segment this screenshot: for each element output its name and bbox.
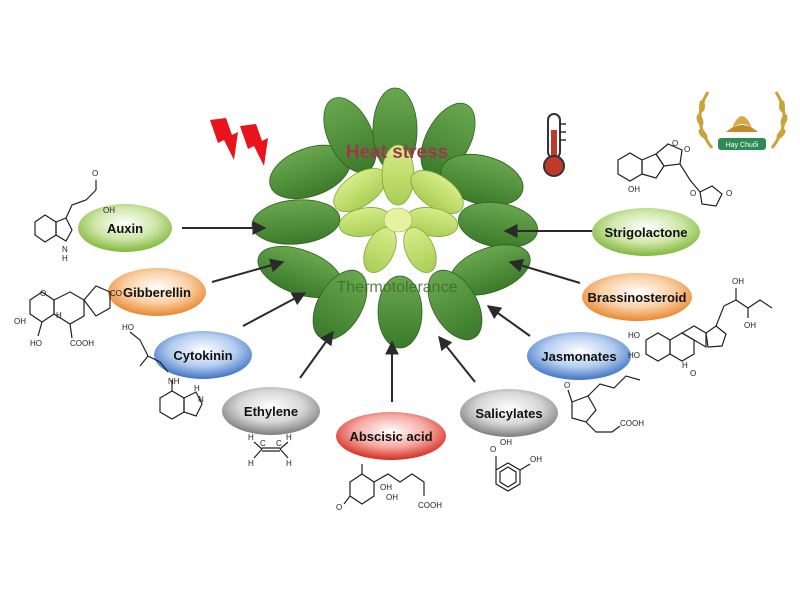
chem-label: COOH: [70, 339, 94, 348]
arrow-jasmonates: [486, 305, 531, 337]
chem-label: C: [276, 439, 282, 448]
arrow-ethylene: [299, 330, 334, 379]
pill-label: Auxin: [107, 221, 143, 236]
arrow-cytokinin: [242, 292, 307, 327]
chem-label: H: [286, 459, 292, 468]
hormone-strigolactone: Strigolactone: [592, 208, 700, 256]
salicylates-structure: [495, 456, 531, 492]
chem-label: OH: [500, 438, 512, 447]
hormone-brassinosteroid: Brassinosteroid: [582, 273, 692, 321]
gibberellin-structure: [29, 285, 111, 339]
chem-label: OH: [744, 321, 756, 330]
pill-label: Ethylene: [244, 404, 298, 419]
chem-label: H: [62, 254, 68, 263]
auxin-structure: [34, 180, 97, 243]
chem-label: N: [198, 395, 204, 404]
hormone-cytokinin: Cytokinin: [154, 331, 252, 379]
pill-label: Brassinosteroid: [588, 290, 687, 305]
chem-label: OH: [732, 277, 744, 286]
chem-label: O: [490, 445, 496, 454]
arrow-brassinosteroid: [508, 258, 581, 284]
hormone-auxin: Auxin: [78, 204, 172, 252]
plant-rosette: [251, 87, 538, 349]
thermometer-icon: [543, 113, 566, 177]
cytokinin-structure: [129, 331, 203, 420]
hormone-jasmonates: Jasmonates: [527, 332, 631, 380]
arrow-salicylates: [438, 335, 476, 383]
chem-label: O: [690, 369, 696, 378]
chem-label: O: [564, 381, 570, 390]
chem-label: H: [286, 433, 292, 442]
chem-label: OH: [386, 493, 398, 502]
chem-label: NH: [168, 377, 180, 386]
chem-label: H: [682, 361, 688, 370]
jasmonates-structure: [567, 375, 641, 433]
pill-label: Jasmonates: [541, 349, 616, 364]
arrow-gibberellin: [211, 258, 285, 283]
hormone-gibberellin: Gibberellin: [108, 268, 206, 316]
brassinosteroid-structure: [645, 288, 773, 362]
chem-label: C: [260, 439, 266, 448]
hormone-ethylene: Ethylene: [222, 387, 320, 435]
chem-label: O: [684, 145, 690, 154]
abscisic-acid-structure: [343, 464, 425, 505]
pill-label: Gibberellin: [123, 285, 191, 300]
heat-stress-label: Heat stress: [346, 142, 448, 163]
hormone-salicylates: Salicylates: [460, 389, 558, 437]
chem-label: HO: [122, 323, 134, 332]
chem-label: HO: [628, 351, 640, 360]
logo-text: Hay Chuối: [726, 140, 759, 149]
chem-label: H: [56, 311, 62, 320]
chem-label: OH: [103, 206, 115, 215]
chem-label: O: [92, 169, 98, 178]
chem-label: H: [194, 384, 200, 393]
chem-label: O: [672, 139, 678, 148]
pill-label: Cytokinin: [173, 348, 232, 363]
chem-label: OH: [530, 455, 542, 464]
chem-label: N: [62, 245, 68, 254]
chem-label: O: [726, 189, 732, 198]
logo: Hay Chuối: [696, 91, 788, 150]
chem-label: H: [248, 433, 254, 442]
chem-label: COOH: [418, 501, 442, 510]
strigolactone-structure: [617, 143, 723, 207]
chem-label: O: [690, 189, 696, 198]
chem-label: OH: [628, 185, 640, 194]
pill-label: Strigolactone: [604, 225, 687, 240]
thermotolerance-label: Thermotolerance: [337, 279, 458, 296]
chem-label: OH: [14, 317, 26, 326]
pill-label: Abscisic acid: [349, 429, 432, 444]
chem-label: OH: [380, 483, 392, 492]
chem-label: H: [248, 459, 254, 468]
chem-label: HO: [30, 339, 42, 348]
chem-labels: OH O N H OH O HO H COOH CO HO NH N H H C…: [14, 139, 756, 512]
chem-label: O: [336, 503, 342, 512]
lightning-icon: [210, 118, 268, 166]
chem-label: O: [40, 289, 46, 298]
pill-label: Salicylates: [475, 406, 542, 421]
chem-label: COOH: [620, 419, 644, 428]
hormone-abscisic-acid: Abscisic acid: [336, 412, 446, 460]
ethylene-structure: [253, 441, 289, 459]
chem-label: HO: [628, 331, 640, 340]
arrows: [182, 221, 597, 402]
chem-label: CO: [110, 289, 122, 298]
